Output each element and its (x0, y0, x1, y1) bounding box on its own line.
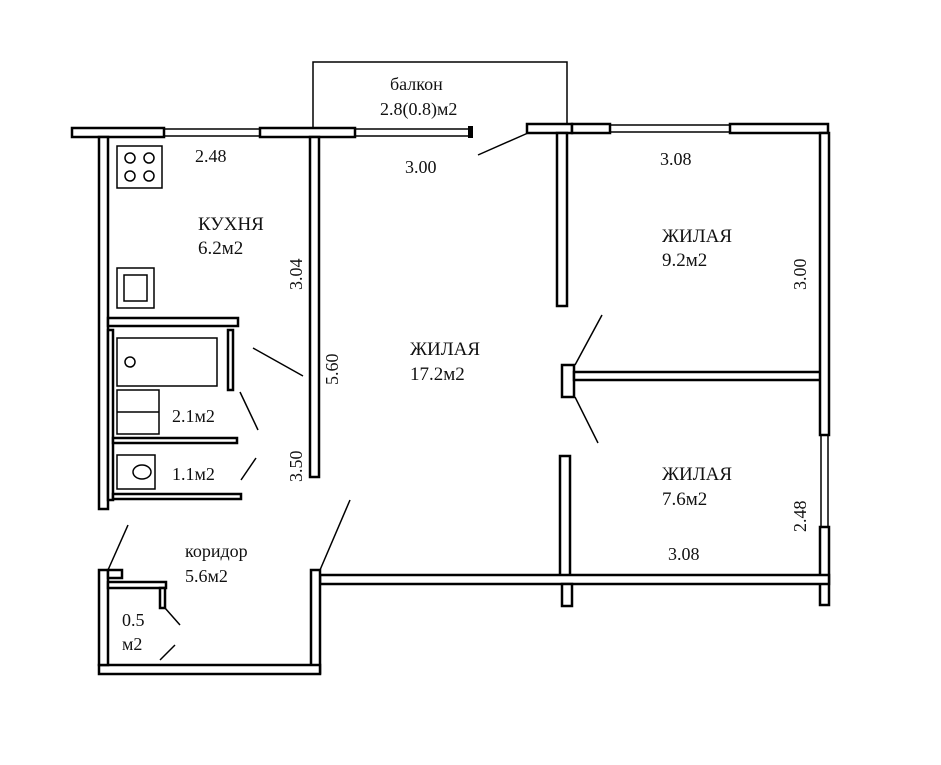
closet-area-unit: м2 (122, 634, 142, 654)
wall (226, 328, 235, 392)
kitchen-area: 6.2м2 (198, 238, 243, 259)
door-swing (574, 314, 603, 366)
balcony-door-swing (477, 132, 529, 156)
wall (111, 492, 243, 501)
wall (560, 363, 576, 399)
bedroom-bottom-depth: 2.48 (790, 501, 810, 533)
door-swing (239, 391, 259, 431)
balcony-name: балкон (390, 74, 443, 94)
wall (818, 525, 831, 607)
living-name: ЖИЛАЯ (410, 339, 480, 360)
wall (158, 586, 167, 610)
toilet-icon (116, 454, 156, 490)
bedroom-bottom-width: 3.08 (668, 544, 700, 564)
living-depth: 5.60 (322, 354, 342, 386)
wall (97, 663, 322, 676)
stove-icon (116, 145, 163, 189)
bathroom-area: 2.1м2 (172, 406, 215, 426)
wall (106, 328, 115, 502)
wall (318, 573, 831, 586)
kitchen-name: КУХНЯ (198, 214, 264, 235)
window (820, 435, 829, 527)
door-swing (240, 457, 257, 481)
wall (572, 370, 823, 382)
window (164, 128, 260, 137)
door-swing (159, 644, 176, 661)
wall (97, 568, 110, 667)
kitchen-width: 2.48 (195, 146, 227, 166)
wall (558, 454, 572, 582)
bedroom-top-width: 3.08 (660, 149, 692, 169)
bedroom-top-depth: 3.00 (790, 259, 810, 291)
bedroom-top-name: ЖИЛАЯ (662, 226, 732, 247)
wall (111, 436, 239, 445)
wall (106, 568, 124, 580)
bedroom-bottom-name: ЖИЛАЯ (662, 464, 732, 485)
wall (70, 126, 166, 139)
closet-area-value: 0.5 (122, 610, 145, 630)
wall (818, 131, 831, 437)
door-swing (252, 347, 304, 377)
living-area: 17.2м2 (410, 364, 465, 385)
corridor-area: 5.6м2 (185, 566, 228, 586)
balcony-window (355, 126, 473, 138)
wall (570, 122, 612, 135)
door-swing (319, 499, 351, 571)
bedroom-top-area: 9.2м2 (662, 250, 707, 271)
wall (106, 580, 168, 590)
wall (525, 122, 574, 135)
living-width: 3.00 (405, 157, 437, 177)
hall-dimension: 3.50 (286, 451, 306, 483)
kitchen-depth: 3.04 (286, 259, 306, 291)
washbasin-icon (116, 389, 160, 435)
window (610, 124, 730, 133)
wall (728, 122, 830, 135)
door-swing (164, 607, 181, 626)
wall (560, 582, 574, 608)
corridor-name: коридор (185, 541, 248, 561)
sink-icon (116, 267, 155, 309)
door-swing (107, 524, 129, 571)
wall (308, 135, 321, 479)
balcony-area: 2.8(0.8)м2 (380, 99, 457, 120)
wall (309, 568, 322, 675)
wall (258, 126, 357, 139)
bathtub-icon (116, 337, 218, 387)
bedroom-bottom-area: 7.6м2 (662, 489, 707, 510)
wall (106, 316, 240, 328)
toilet-area: 1.1м2 (172, 464, 215, 484)
wall (555, 131, 569, 308)
door-swing (574, 396, 599, 444)
balcony-outline (312, 61, 568, 128)
wall (97, 135, 110, 511)
